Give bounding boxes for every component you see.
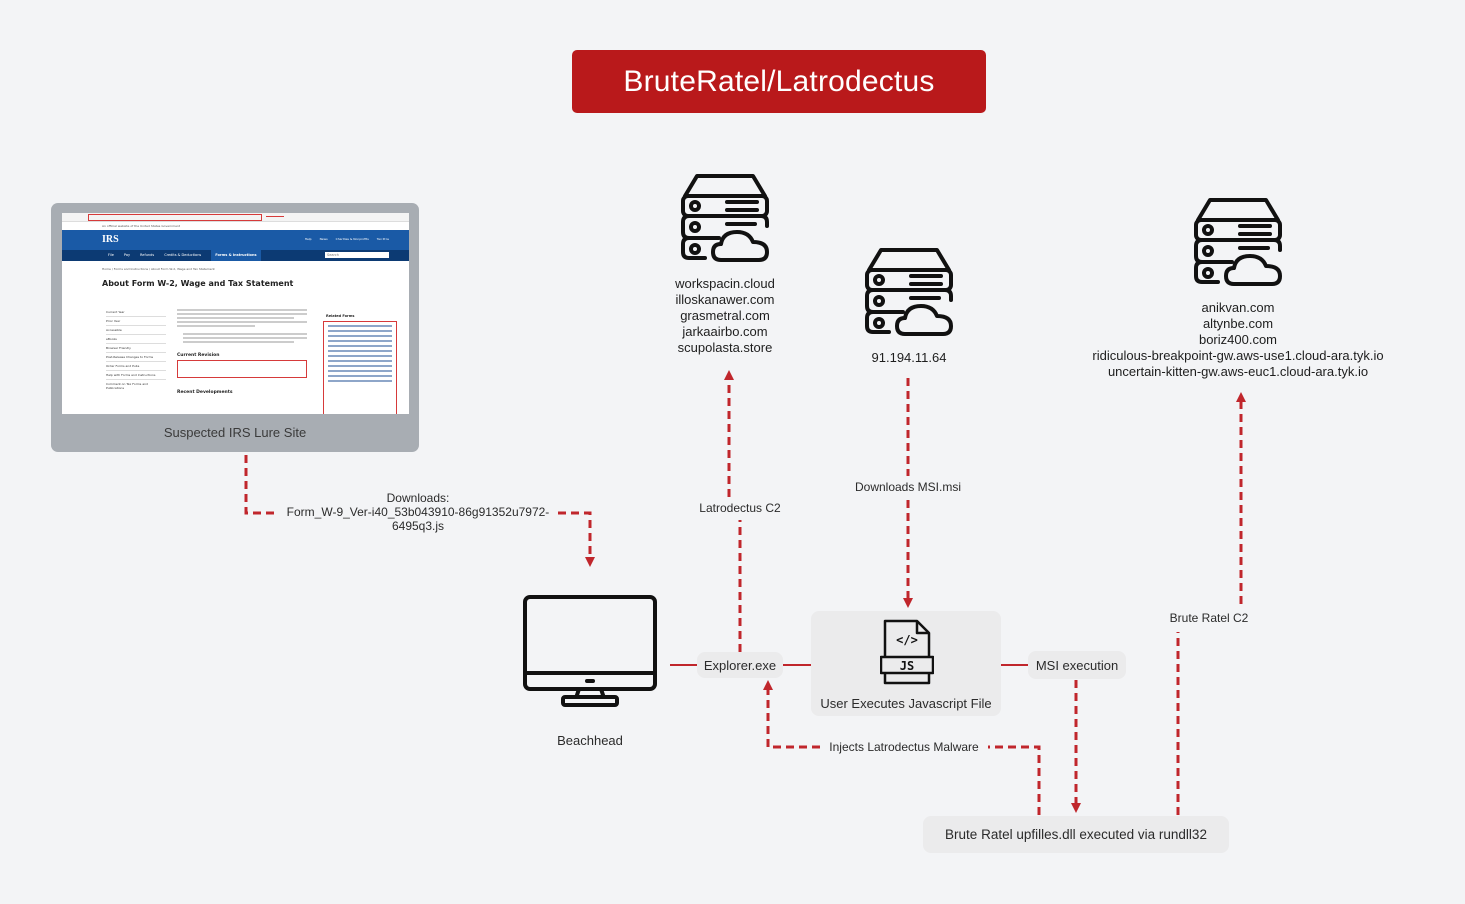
explorer-node: Explorer.exe — [697, 652, 783, 678]
irs-heading: About Form W-2, Wage and Tax Statement — [102, 279, 294, 288]
latrodectus-c2-domains: workspacin.cloud illoskanawer.com grasme… — [640, 276, 810, 356]
edge-label-latrodectus-c2: Latrodectus C2 — [680, 501, 800, 515]
ioc-domain: anikvan.com — [1201, 300, 1275, 315]
edge-lure-to-beachhead-a — [244, 455, 278, 515]
edge-label-downloads-msi: Downloads MSI.msi — [843, 480, 973, 494]
irs-nav: File Pay Refunds Credits & Deductions Fo… — [62, 250, 409, 261]
js-execution-node: </> JS User Executes Javascript File — [811, 611, 1001, 716]
ioc-domain: scupolasta.store — [677, 340, 773, 355]
irs-top-link[interactable]: News — [319, 237, 328, 241]
bruteratel-c2-domains: anikvan.com altynbe.com boriz400.com rid… — [1040, 300, 1436, 380]
ioc-domain: uncertain-kitten-gw.aws-euc1.cloud-ara.t… — [1107, 364, 1369, 379]
monitor-icon — [523, 595, 657, 707]
edge-injects-b — [763, 680, 820, 749]
ioc-domain: ridiculous-breakpoint-gw.aws-use1.cloud-… — [1092, 348, 1384, 363]
beachhead-label: Beachhead — [557, 733, 623, 748]
ioc-domain: grasmetral.com — [680, 308, 770, 323]
irs-nav-item[interactable]: Pay — [123, 253, 131, 257]
js-glyph: JS — [900, 659, 914, 673]
irs-top-link[interactable]: Tax Pros — [376, 237, 389, 241]
ioc-domain: boriz400.com — [1198, 332, 1278, 347]
irs-top-link[interactable]: Charities & Nonprofits — [335, 237, 369, 241]
ioc-domain: workspacin.cloud — [675, 276, 775, 291]
irs-breadcrumb: Home / Forms and Instructions / About Fo… — [102, 267, 215, 271]
edge-label-line: Downloads: — [386, 491, 450, 505]
irs-related-forms: Related Forms — [326, 314, 355, 318]
edge-label-line: Form_W-9_Ver-i40_53b043910-86g91352u7972… — [284, 505, 552, 519]
brute-ratel-dll-node: Brute Ratel upfilles.dll executed via ru… — [923, 816, 1229, 853]
irs-sidebar-item[interactable]: Current Year — [106, 308, 166, 317]
irs-logo: IRS — [102, 234, 119, 245]
irs-sidebar-item[interactable]: Post-Release Changes to Forms — [106, 353, 166, 362]
irs-recent-developments: Recent Developments — [177, 390, 233, 395]
irs-nav-item[interactable]: Credits & Deductions — [164, 253, 202, 257]
irs-nav-item[interactable]: File — [108, 253, 114, 257]
irs-body: Current Revision Recent Developments — [177, 307, 307, 395]
irs-sidebar-item[interactable]: Browser Friendly — [106, 344, 166, 353]
ioc-domain: illoskanawer.com — [675, 292, 775, 307]
server-cloud-icon — [681, 174, 769, 262]
code-glyph: </> — [896, 633, 918, 647]
edge-label-brute-ratel-c2: Brute Ratel C2 — [1155, 611, 1263, 625]
server-cloud-icon — [1194, 198, 1282, 286]
server-cloud-icon — [865, 248, 953, 336]
lure-site-label: Suspected IRS Lure Site — [163, 425, 307, 440]
diagram-title: BruteRatel/Latrodectus — [572, 50, 986, 113]
browser-bar — [62, 213, 409, 222]
irs-header: IRS Help News Charities & Nonprofits Tax… — [62, 230, 409, 250]
msi-execution-node: MSI execution — [1028, 651, 1126, 679]
irs-sidebar-item[interactable]: Comment on Tax Forms and Publications — [106, 382, 148, 390]
msi-server-ip: 91.194.11.64 — [871, 350, 947, 365]
irs-sidebar: Current Year Prior Year Accessible eBook… — [106, 308, 166, 392]
irs-sidebar-item[interactable]: Prior Year — [106, 317, 166, 326]
irs-search-input[interactable]: Search — [325, 252, 389, 258]
ioc-domain: altynbe.com — [1202, 316, 1274, 331]
javascript-file-icon: </> JS — [880, 619, 934, 685]
edge-label-line: 6495q3.js — [391, 519, 445, 533]
irs-related-forms-box — [323, 321, 397, 414]
edge-label-injects: Injects Latrodectus Malware — [820, 740, 988, 754]
irs-current-revision: Current Revision — [177, 353, 220, 358]
irs-sidebar-item[interactable]: Order Forms and Pubs — [106, 362, 166, 371]
js-execution-label: User Executes Javascript File — [820, 696, 992, 711]
edge-label-downloads-js: Downloads: Form_W-9_Ver-i40_53b043910-86… — [270, 491, 566, 533]
edge-injects-a — [987, 745, 1041, 815]
edge-lure-to-beachhead-b — [558, 511, 595, 567]
irs-sidebar-item[interactable]: eBooks — [106, 335, 166, 344]
lure-site-node: An official website of the United States… — [51, 203, 419, 452]
irs-nav-item[interactable]: Refunds — [140, 253, 155, 257]
irs-sidebar-item[interactable]: Accessible — [106, 326, 166, 335]
irs-top-link[interactable]: Help — [304, 237, 312, 241]
ioc-domain: jarkaairbo.com — [682, 324, 768, 339]
lure-site-screenshot: An official website of the United States… — [62, 213, 409, 414]
irs-sidebar-item[interactable]: Help with Forms and Instructions — [106, 371, 166, 380]
gov-banner: An official website of the United States… — [102, 224, 181, 228]
irs-nav-item-active[interactable]: Forms & Instructions — [211, 250, 261, 261]
